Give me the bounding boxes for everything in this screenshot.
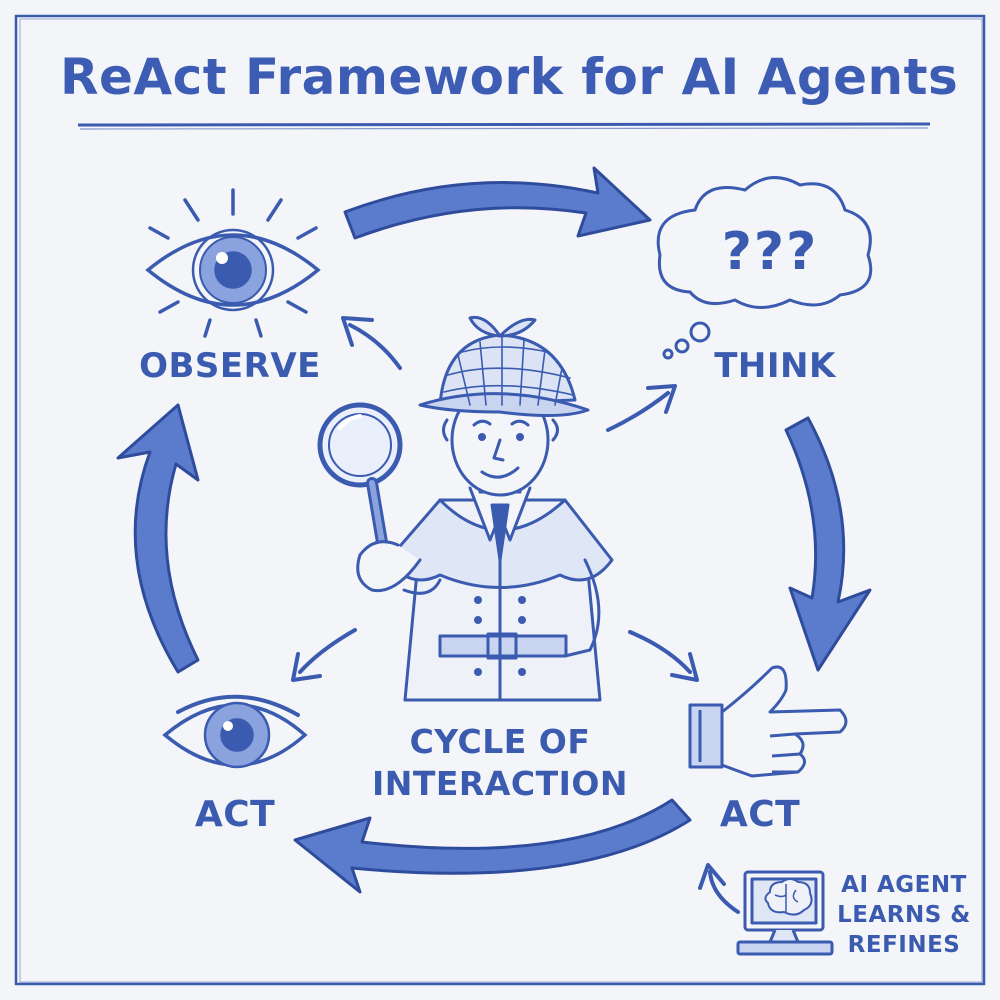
- detective-illustration: [317, 315, 614, 702]
- thought-cloud-icon: [656, 176, 873, 360]
- stage-label-act-left: ACT: [194, 794, 276, 835]
- small-arrow-to-think: [606, 391, 670, 432]
- arrow-act-to-observe: [116, 403, 200, 674]
- learning-note-line3: REFINES: [847, 932, 961, 958]
- title-underline-2: [79, 127, 929, 130]
- pointing-hand-icon: [688, 665, 848, 778]
- small-arrows: [291, 316, 740, 914]
- eye-icon: [145, 188, 321, 338]
- computer-brain-icon: [736, 870, 834, 956]
- stage-label-observe: OBSERVE: [139, 346, 321, 386]
- arrow-observe-to-think: [343, 166, 652, 240]
- stage-label-act-right: ACT: [719, 794, 801, 835]
- small-arrow-learning: [708, 870, 740, 914]
- center-label-line2: INTERACTION: [371, 764, 629, 803]
- diagram-title: ReAct Framework for AI Agents: [60, 48, 959, 106]
- learning-note-line2: LEARNS &: [837, 902, 971, 928]
- thought-question-marks: ???: [721, 222, 819, 282]
- stage-label-think: THINK: [714, 346, 836, 386]
- center-label-line1: CYCLE OF: [409, 722, 591, 761]
- small-arrow-to-act-left: [298, 628, 357, 674]
- arrow-act-to-act: [293, 798, 692, 894]
- outer-frame-inner: [19, 18, 983, 983]
- arrow-think-to-act: [784, 416, 872, 672]
- small-arrow-to-act-right: [628, 630, 692, 674]
- eye-icon-small: [162, 694, 308, 769]
- small-arrow-to-observe: [348, 323, 402, 370]
- outer-frame: [14, 14, 986, 986]
- learning-note-line1: AI AGENT: [841, 872, 967, 898]
- title-underline: [77, 122, 931, 127]
